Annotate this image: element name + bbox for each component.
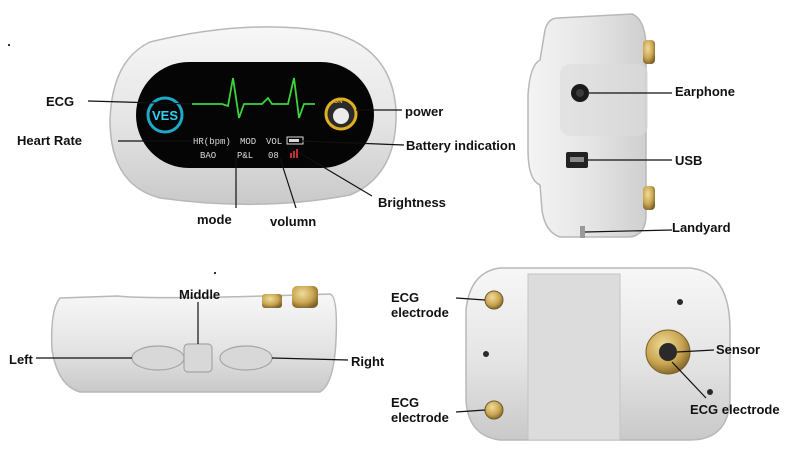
battery-cover [527, 273, 621, 441]
edge-view-device [50, 286, 338, 393]
stray-mark [214, 272, 216, 274]
label-heart-rate: Heart Rate [17, 133, 83, 148]
usb-port-inner [570, 157, 584, 162]
earphone-jack-inner [576, 89, 584, 97]
back-hole-left [483, 351, 489, 357]
logo-text: VES [152, 108, 178, 123]
label-landyard: Landyard [672, 220, 731, 235]
edge-device-body [50, 293, 338, 393]
left-button[interactable] [131, 345, 185, 371]
logo-ring [146, 96, 184, 134]
ecg-trace [192, 77, 315, 119]
stray-mark [8, 44, 10, 46]
label-mode: mode [197, 212, 232, 227]
brightness-icon [290, 149, 298, 158]
right-button[interactable] [219, 345, 273, 371]
label-power: power [405, 104, 444, 119]
side-view-device [527, 13, 655, 238]
screen-vol-label: VOL [266, 137, 282, 147]
landyard-leader [584, 229, 673, 233]
label-earphone: Earphone [675, 84, 735, 99]
brightness-leader [297, 151, 373, 197]
ecg-leader [87, 100, 193, 105]
label-ecg-electrode-bottom-line2: electrode [391, 410, 449, 425]
screen-mod-label: MOD [240, 137, 256, 147]
battery-level-fill [289, 139, 299, 142]
ecg-electrode-sensor-leader [671, 361, 707, 399]
power-on-text: ON [334, 99, 343, 105]
screen-hr-label: HR(bpm) [193, 137, 231, 147]
label-ecg-electrode-top-line1: ECG [391, 290, 420, 305]
middle-button[interactable] [183, 343, 213, 373]
label-ecg-electrode-sensor: ECG electrode [690, 402, 780, 417]
ecg-electrode-bottom-leader [455, 409, 486, 413]
back-view-device [465, 267, 731, 441]
battery-icon [286, 136, 304, 145]
screen-mode-value: BAO [200, 151, 216, 161]
label-usb: USB [675, 153, 703, 168]
sensor-center [659, 343, 677, 361]
label-ecg: ECG [46, 94, 75, 109]
right-leader [271, 357, 349, 361]
screen-pl-value: P&L [237, 151, 253, 161]
label-right: Right [351, 354, 385, 369]
volumn-leader [279, 157, 297, 209]
front-view-device: VES HR(bpm) MOD VOL BAO P&L 08 ON [109, 26, 397, 206]
label-middle: Middle [179, 287, 221, 302]
back-hole-top-right [677, 299, 683, 305]
label-ecg-electrode-top-line2: electrode [391, 305, 449, 320]
edge-large-electrode [292, 286, 318, 308]
label-left: Left [9, 352, 33, 367]
leader-lines [36, 92, 715, 413]
label-volumn: volumn [270, 214, 317, 229]
label-battery-indication: Battery indication [406, 138, 516, 153]
side-bottom-electrode [643, 186, 655, 210]
label-brightness: Brightness [378, 195, 446, 210]
screen-vol-value: 08 [268, 151, 279, 161]
edge-small-electrode [262, 294, 282, 308]
battery-leader [299, 140, 405, 146]
back-ecg-electrode-bottom [484, 400, 504, 420]
landyard-hole [580, 226, 585, 238]
label-ecg-electrode-bottom-line1: ECG [391, 395, 420, 410]
back-hole-bottom-right [707, 389, 713, 395]
sensor-leader [676, 349, 715, 353]
label-sensor: Sensor [716, 342, 761, 357]
side-top-electrode [643, 40, 655, 64]
power-knob [333, 108, 349, 124]
back-ecg-electrode-top [484, 290, 504, 310]
ecg-electrode-top-leader [455, 297, 486, 301]
side-recess [560, 64, 648, 136]
